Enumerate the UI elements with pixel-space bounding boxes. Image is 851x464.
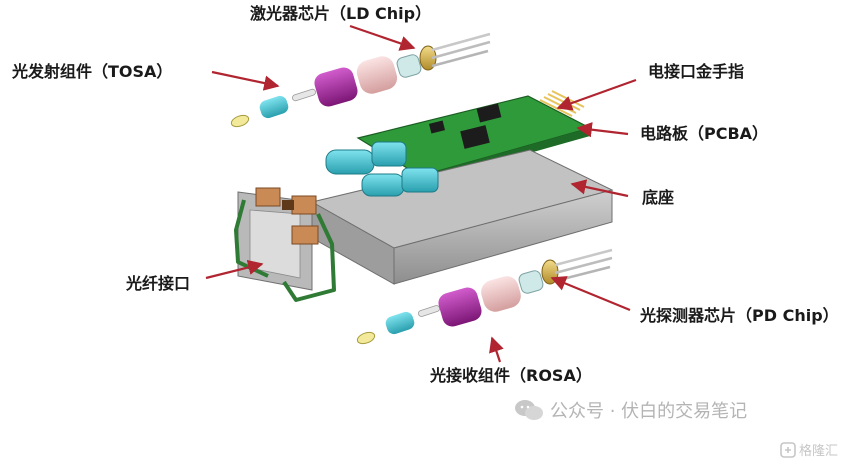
rosa-metal-cap	[518, 270, 544, 294]
label-pcba: 电路板（PCBA）	[640, 124, 769, 143]
gelonghui-logo-icon	[780, 441, 796, 458]
corner-logo: 格隆汇	[780, 440, 838, 459]
tosa-ferrule	[230, 114, 250, 128]
tosa-purple-housing	[314, 67, 358, 107]
leader-arrows	[205, 24, 637, 363]
arrow-fiber-port	[205, 259, 264, 280]
label-rosa: 光接收组件（ROSA）	[430, 366, 592, 385]
label-fiber-port: 光纤接口	[126, 274, 191, 293]
watermark-text: 公众号 · 伏白的交易笔记	[550, 401, 748, 422]
label-base: 底座	[642, 188, 675, 207]
label-ld-chip: 激光器芯片（LD Chip）	[250, 4, 432, 23]
label-pd-chip: 光探测器芯片（PD Chip）	[640, 306, 839, 325]
installed-osa	[325, 141, 439, 197]
rosa-purple-housing	[438, 287, 482, 327]
tosa-thin-tube	[292, 88, 316, 102]
rosa-ferrule	[356, 331, 376, 345]
tosa-exploded-parts	[230, 32, 491, 128]
rosa-exploded-parts	[356, 248, 613, 345]
arrow-rosa	[489, 336, 504, 363]
tosa-metal-cap	[396, 54, 422, 78]
arrow-tosa	[211, 70, 280, 91]
arrow-ld-chip	[349, 24, 416, 51]
arrow-pd-chip	[550, 276, 631, 312]
watermark: 公众号 · 伏白的交易笔记	[514, 397, 747, 423]
wechat-icon	[515, 400, 543, 420]
arrow-base	[570, 179, 629, 198]
rosa-thin-tube	[417, 305, 441, 317]
tosa-pink-ring	[356, 56, 398, 94]
arrow-gold-finger	[556, 78, 637, 111]
rosa-pink-ring	[481, 276, 521, 312]
tosa-cyan-sleeve	[259, 95, 289, 119]
label-tosa: 光发射组件（TOSA）	[12, 62, 173, 81]
arrow-pcba	[576, 122, 629, 138]
label-gold-finger: 电接口金手指	[648, 62, 745, 81]
corner-logo-text: 格隆汇	[799, 444, 839, 459]
rosa-cyan-sleeve	[385, 311, 415, 335]
